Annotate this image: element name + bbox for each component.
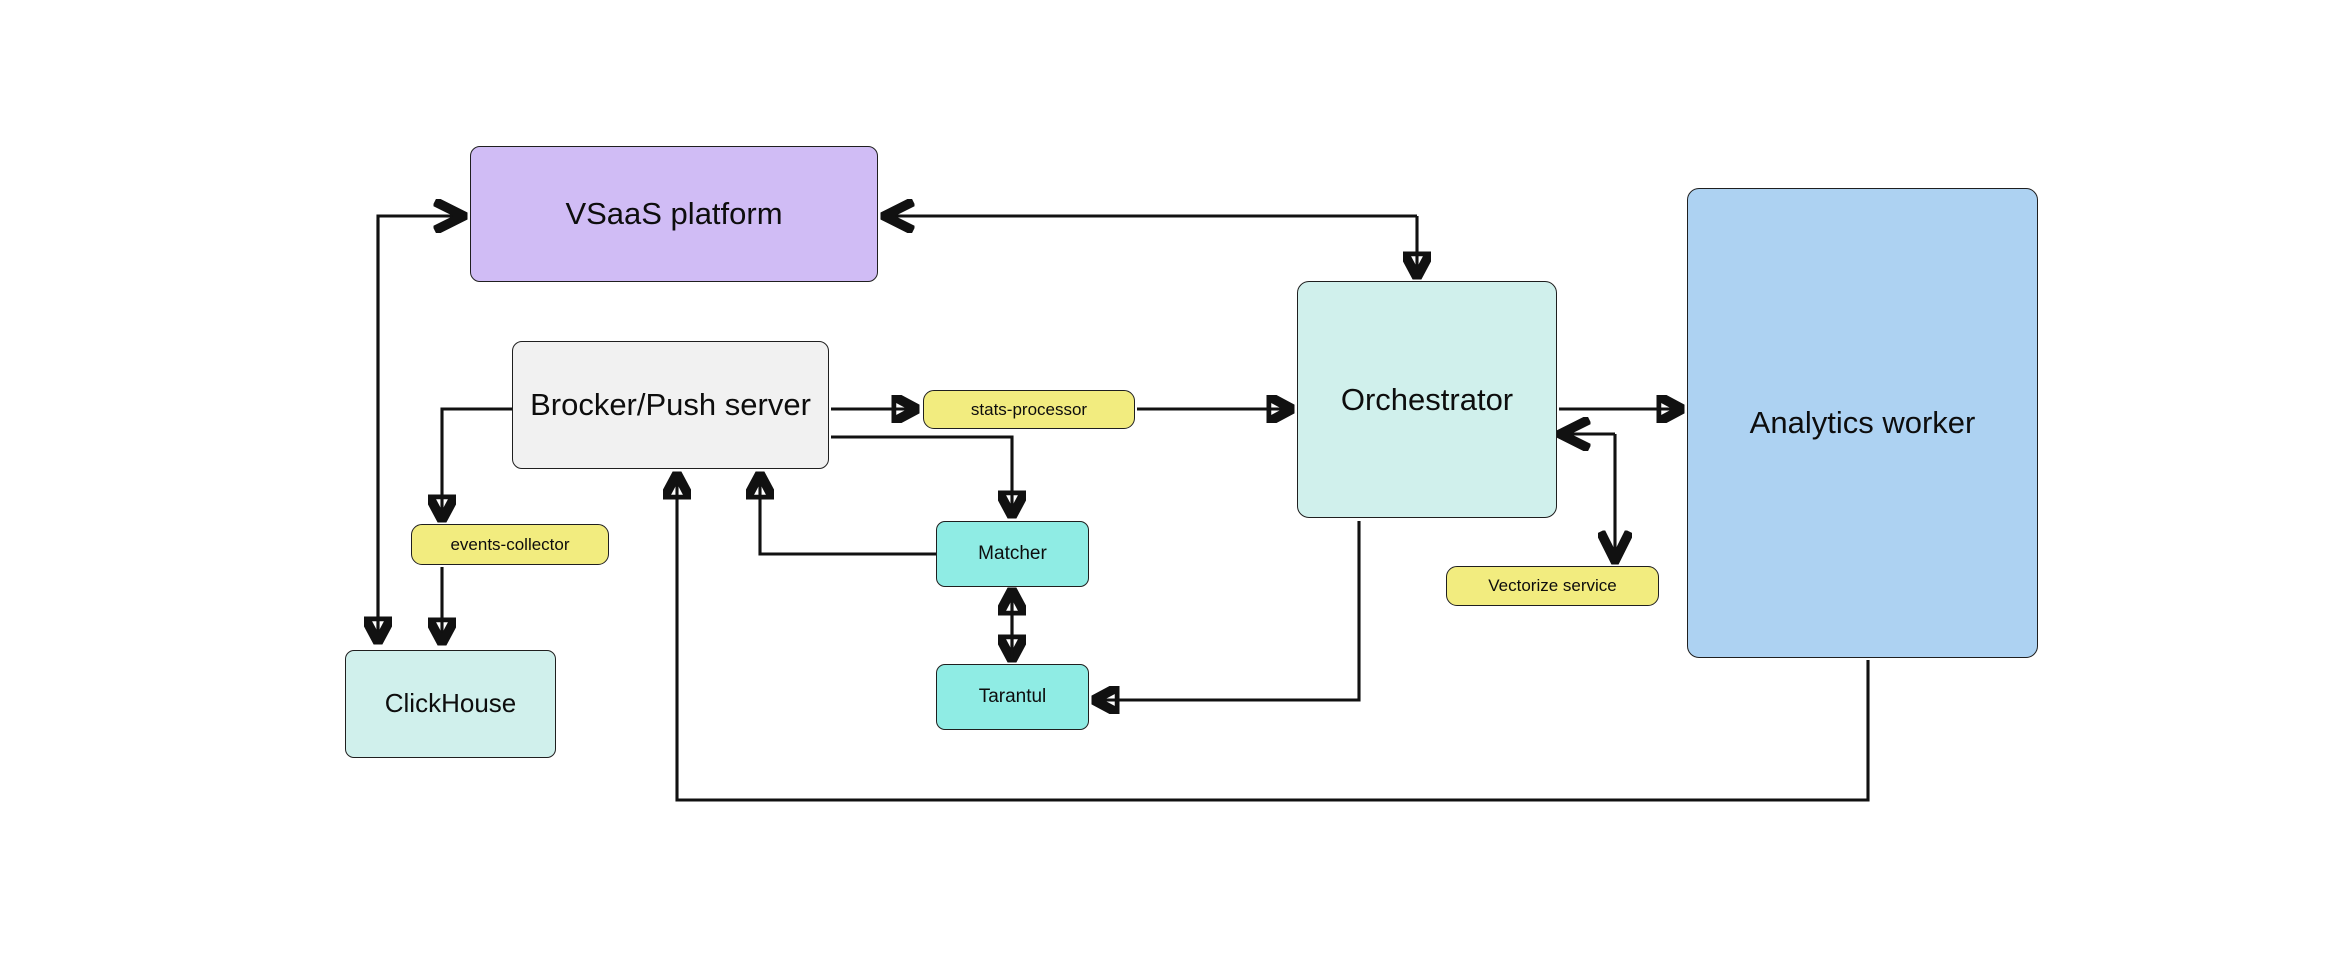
node-label-clickhouse: ClickHouse: [384, 688, 517, 719]
node-label-events-collector: events-collector: [450, 534, 570, 554]
edge-orchestrator-to-tarantul: [1096, 521, 1361, 700]
node-label-matcher: Matcher: [978, 543, 1047, 565]
node-events-collector[interactable]: events-collector: [411, 524, 609, 565]
node-label-vectorize-service: Vectorize service: [1488, 576, 1617, 596]
node-analytics-worker[interactable]: Analytics worker: [1687, 188, 2038, 658]
edge-brocker-to-matcher: [831, 435, 1012, 514]
node-matcher[interactable]: Matcher: [936, 521, 1089, 587]
node-label-vsaas-platform: VSaaS platform: [565, 196, 783, 232]
node-label-tarantul: Tarantul: [978, 686, 1047, 708]
node-label-orchestrator: Orchestrator: [1340, 381, 1514, 417]
edge-brocker-to-events-collector: [442, 407, 512, 518]
node-vectorize-service[interactable]: Vectorize service: [1446, 566, 1659, 606]
node-label-stats-processor: stats-processor: [970, 399, 1088, 419]
node-clickhouse[interactable]: ClickHouse: [345, 650, 556, 758]
node-brocker-push-server[interactable]: Brocker/Push server: [512, 341, 829, 469]
edge-clickhouse-to-vsaas: [376, 216, 462, 644]
node-label-brocker-push-server: Brocker/Push server: [530, 387, 811, 423]
node-tarantul[interactable]: Tarantul: [936, 664, 1089, 730]
node-orchestrator[interactable]: Orchestrator: [1297, 281, 1557, 518]
node-vsaas-platform[interactable]: VSaaS platform: [470, 146, 878, 282]
edge-matcher-to-brocker: [760, 476, 936, 556]
node-label-analytics-worker: Analytics worker: [1749, 405, 1976, 441]
node-stats-processor[interactable]: stats-processor: [923, 390, 1135, 429]
